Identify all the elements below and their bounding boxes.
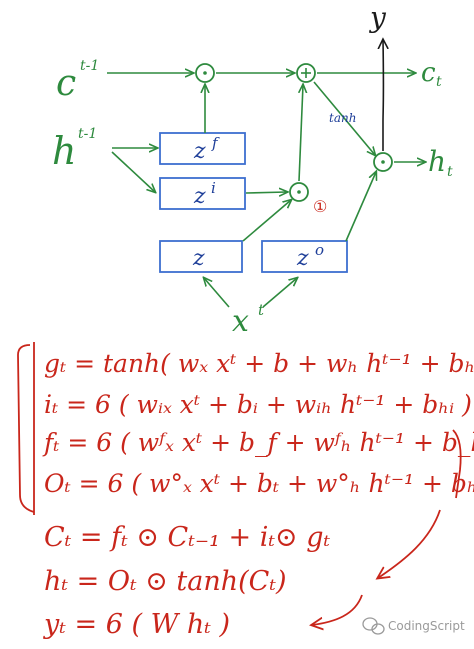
tanh-label: tanh xyxy=(329,111,356,125)
output-gate-sup: o xyxy=(315,241,324,259)
output-gate-box xyxy=(261,240,348,273)
y-output-label: y xyxy=(368,1,387,34)
ht-output-label: h xyxy=(428,145,446,178)
forget-gate-box xyxy=(159,132,246,165)
output-gate-z: z xyxy=(296,246,309,271)
arrow-add-tanh-to-mul xyxy=(313,81,375,155)
step-one-marker: ① xyxy=(313,197,327,216)
cell-input-z: z xyxy=(192,246,205,271)
arrow-output-gate-to-mul xyxy=(345,172,376,242)
equation-y: yₜ = 6 ( W hₜ ) xyxy=(43,609,230,640)
equation-i: iₜ = 6 ( wᵢₓ xᵗ + bᵢ + wᵢₕ hᵗ⁻¹ + bₕᵢ ) xyxy=(44,390,472,419)
arrow-input-gate-to-mul xyxy=(245,192,287,193)
arrow-eq-h-to-y xyxy=(312,594,363,625)
arrow-x-to-cell-input xyxy=(204,278,230,308)
watermark-text: CodingScript xyxy=(388,619,465,633)
lstm-equations: gₜ = tanh( wₓ xᵗ + b + wₕ hᵗ⁻¹ + bₕ ) iₜ… xyxy=(17,342,474,640)
wechat-icon xyxy=(362,617,385,635)
h-prev-label: h xyxy=(52,129,76,173)
equation-bracket-right xyxy=(452,429,462,499)
arrow-cell-input-to-mul xyxy=(242,200,291,242)
lstm-diagram: c t-1 h t-1 z f z i z z o xyxy=(52,1,453,339)
equation-c: Cₜ = fₜ ⊙ Cₜ₋₁ + iₜ⊙ gₜ xyxy=(44,522,331,553)
c-prev-label: c xyxy=(56,63,76,104)
forget-gate-sup: f xyxy=(211,134,220,152)
c-prev-superscript: t-1 xyxy=(80,58,99,74)
cell-add-node xyxy=(296,63,316,83)
equation-f: fₜ = 6 ( wᶠₓ xᵗ + b_f + wᶠₕ hᵗ⁻¹ + b_hf … xyxy=(42,428,474,457)
arrow-input-mul-to-add xyxy=(299,85,303,182)
equation-g: gₜ = tanh( wₓ xᵗ + b + wₕ hᵗ⁻¹ + bₕ ) xyxy=(44,349,474,378)
equation-o: Oₜ = 6 ( w°ₓ xᵗ + bₜ + w°ₕ hᵗ⁻¹ + bₕₒ ) xyxy=(44,469,474,498)
watermark: CodingScript xyxy=(362,617,465,635)
arrow-x-to-output-gate xyxy=(262,278,297,308)
input-gate-box xyxy=(159,177,246,210)
input-gate-z: z xyxy=(193,184,206,209)
cell-input-box xyxy=(159,240,243,273)
ct-output-label: c xyxy=(421,58,436,88)
equation-h: hₜ = Oₜ ⊙ tanh(Cₜ) xyxy=(44,566,287,597)
ht-output-subscript: t xyxy=(447,164,453,180)
forget-multiply-node xyxy=(195,63,215,83)
ct-output-subscript: t xyxy=(436,74,442,90)
output-multiply-node xyxy=(373,152,393,172)
arrow-eq-c-to-h xyxy=(378,509,441,578)
arrow-hprev-to-input-gate xyxy=(111,151,155,192)
h-prev-superscript: t-1 xyxy=(78,126,97,142)
input-multiply-node xyxy=(289,182,309,202)
x-input-label: x xyxy=(232,304,249,339)
x-input-superscript: t xyxy=(258,301,265,319)
input-gate-sup: i xyxy=(211,179,216,197)
equation-bracket-left xyxy=(17,344,35,513)
forget-gate-z: z xyxy=(193,139,206,164)
